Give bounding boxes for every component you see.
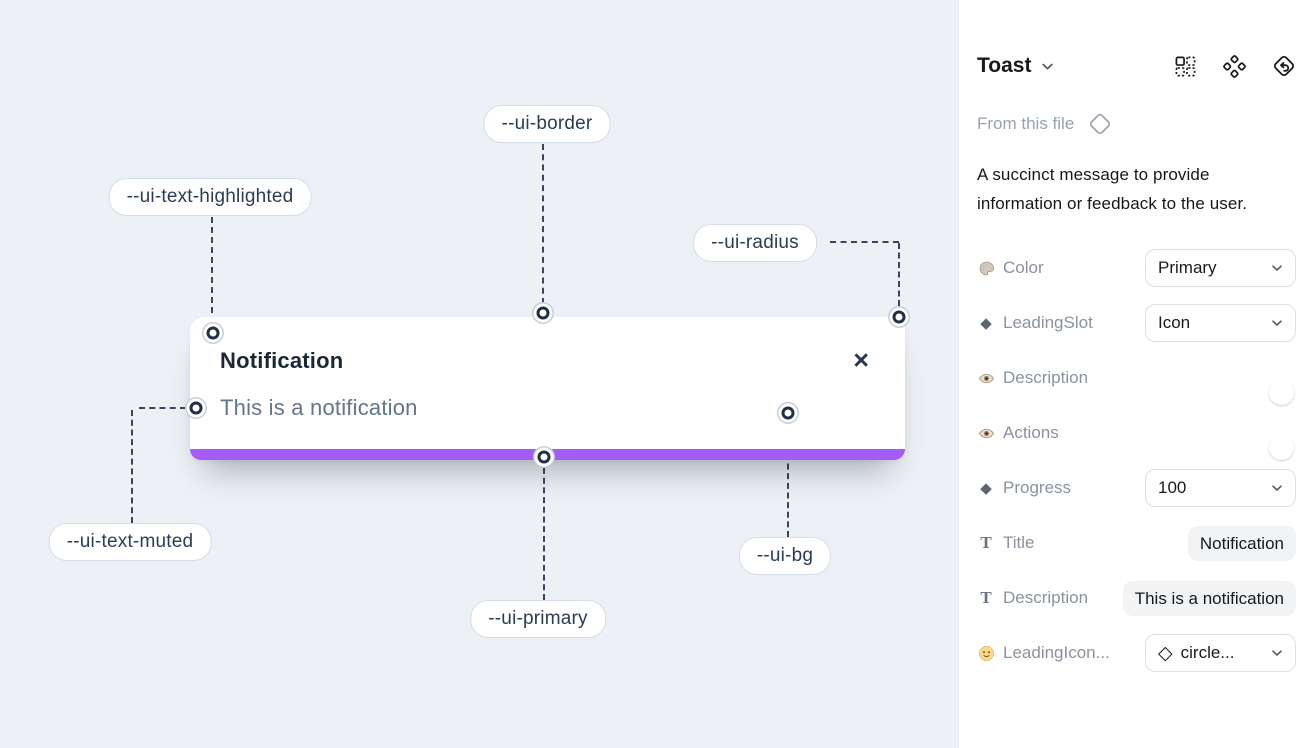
annotation-ui-text-muted[interactable]: --ui-text-muted	[48, 523, 212, 561]
property-label: Color	[1003, 258, 1044, 277]
connector-line-primary	[543, 468, 545, 600]
progress-select[interactable]: 100	[1145, 469, 1296, 507]
toggle-knob	[1269, 435, 1294, 460]
property-row-color: Color Primary	[977, 249, 1296, 287]
annotation-label: --ui-text-highlighted	[126, 186, 294, 207]
annotation-label: --ui-primary	[488, 608, 588, 629]
source-label: From this file	[977, 114, 1075, 133]
annotation-ui-primary[interactable]: --ui-primary	[470, 600, 606, 638]
leadingicon-select[interactable]: ◇ circle...	[1145, 634, 1296, 672]
property-label: LeadingSlot	[1003, 313, 1093, 332]
diamond-icon: ◆	[980, 480, 992, 497]
select-value: Icon	[1158, 313, 1191, 332]
annotation-label: --ui-radius	[711, 232, 799, 253]
eye-icon	[977, 425, 995, 442]
leadingslot-select[interactable]: Icon	[1145, 304, 1296, 342]
components-diamonds-icon[interactable]	[1223, 54, 1246, 78]
description-field[interactable]: This is a notification	[1122, 580, 1296, 616]
diamond-icon: ◆	[980, 315, 992, 332]
annotation-label: --ui-border	[501, 113, 593, 134]
property-row-description-text: T Description This is a notification	[977, 579, 1296, 617]
connector-line-text-muted-vertical	[131, 410, 133, 523]
property-list: Color Primary ◆ LeadingSlot	[977, 249, 1296, 672]
chevron-down-icon	[1271, 262, 1283, 274]
connector-node-text-highlighted[interactable]	[206, 326, 220, 340]
toast-component[interactable]: Notification This is a notification ×	[190, 317, 905, 460]
connector-node-primary[interactable]	[537, 450, 551, 464]
component-title: Toast	[977, 54, 1032, 77]
property-row-leadingslot: ◆ LeadingSlot Icon	[977, 304, 1296, 342]
source-row: From this file	[977, 111, 1296, 137]
connector-line-radius-vertical	[898, 243, 900, 306]
property-label: LeadingIcon...	[1003, 643, 1110, 662]
annotation-label: --ui-bg	[756, 545, 814, 566]
chevron-down-icon[interactable]	[1041, 60, 1054, 73]
select-value: circle...	[1180, 643, 1235, 662]
close-icon[interactable]: ×	[853, 345, 869, 375]
connector-line-bg	[787, 425, 789, 537]
property-label: Actions	[1003, 423, 1059, 442]
chevron-down-icon	[1271, 482, 1283, 494]
property-row-title: T Title Notification	[977, 524, 1296, 562]
annotation-ui-radius[interactable]: --ui-radius	[693, 224, 817, 262]
text-type-icon: T	[980, 533, 992, 552]
component-diamond-icon	[1090, 113, 1111, 135]
property-row-progress: ◆ Progress 100	[977, 469, 1296, 507]
chevron-down-icon	[1271, 647, 1283, 659]
annotation-ui-text-highlighted[interactable]: --ui-text-highlighted	[108, 178, 312, 216]
canvas[interactable]: --ui-border --ui-text-highlighted --ui-r…	[0, 0, 958, 748]
smiley-icon	[977, 645, 995, 662]
connector-node-text-muted[interactable]	[189, 401, 203, 415]
title-field[interactable]: Notification	[1187, 525, 1296, 561]
connector-node-bg[interactable]	[781, 406, 795, 420]
toast-description: This is a notification	[220, 395, 418, 420]
instance-grid-icon[interactable]	[1174, 55, 1197, 78]
diamond-outline-icon: ◇	[1158, 642, 1173, 664]
property-label: Description	[1003, 588, 1089, 607]
connector-line-text-highlighted	[211, 217, 213, 323]
annotation-ui-bg[interactable]: --ui-bg	[738, 537, 832, 575]
palette-icon	[977, 260, 995, 277]
toast-title: Notification	[220, 348, 344, 373]
property-label: Title	[1003, 533, 1035, 552]
text-type-icon: T	[980, 588, 992, 607]
property-label: Progress	[1003, 478, 1072, 497]
property-row-actions-toggle: Actions	[977, 414, 1296, 460]
annotation-ui-border[interactable]: --ui-border	[483, 105, 611, 143]
connector-node-border[interactable]	[536, 306, 550, 320]
connector-line-border	[542, 144, 544, 304]
chevron-down-icon	[1271, 317, 1283, 329]
select-value: Primary	[1158, 258, 1217, 277]
property-row-leadingicon: LeadingIcon... ◇ circle...	[977, 634, 1296, 672]
connector-line-text-muted-horizontal	[139, 407, 186, 409]
history-revert-icon[interactable]	[1272, 54, 1296, 78]
toggle-knob	[1269, 380, 1294, 405]
component-description: A succinct message to provide informatio…	[977, 165, 1248, 213]
eye-icon	[977, 370, 995, 387]
select-value: 100	[1158, 478, 1187, 497]
connector-line-radius-horizontal	[830, 241, 899, 243]
color-select[interactable]: Primary	[1145, 249, 1296, 287]
properties-panel: Toast	[958, 0, 1312, 748]
annotation-label: --ui-text-muted	[66, 531, 194, 552]
property-row-description-toggle: Description	[977, 359, 1296, 405]
connector-node-radius[interactable]	[892, 310, 906, 324]
panel-header: Toast	[977, 54, 1296, 78]
property-label: Description	[1003, 368, 1089, 387]
